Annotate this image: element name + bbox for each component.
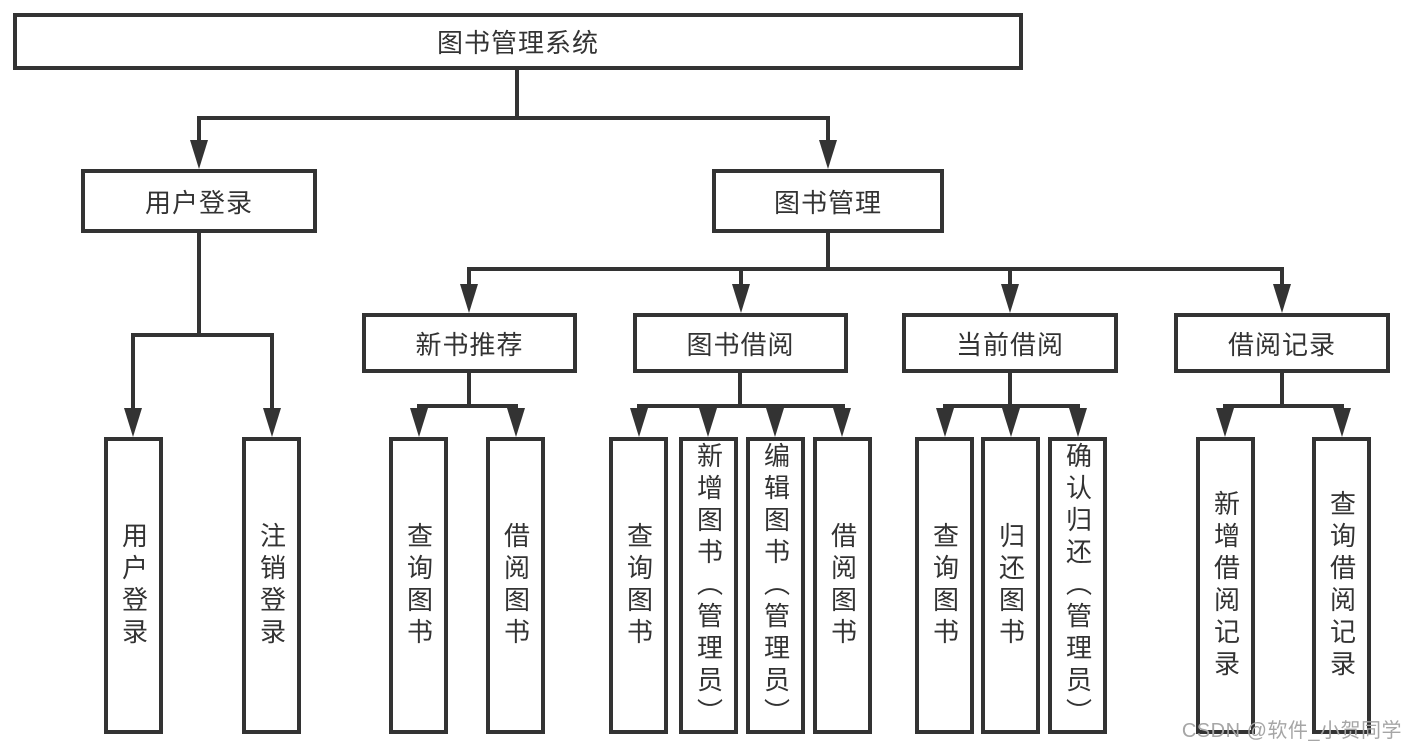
arrowhead-down-icon [263,408,281,437]
node-label: 归还图书 [995,521,1026,650]
arrowhead-down-icon [410,408,428,437]
connector-line [417,404,518,408]
node-label: 查询图书 [929,521,960,650]
arrowhead-down-icon [1273,284,1291,313]
arrowhead-down-icon [936,408,954,437]
arrowhead-down-icon [732,284,750,313]
arrowhead-down-icon [1333,408,1351,437]
node-label: 编辑图书（管理员） [760,441,791,730]
connector-line [943,404,1080,408]
leaf-borrow-books-recommend: 借阅图书 [486,437,545,734]
leaf-query-books-borrow: 查询图书 [609,437,668,734]
node-label: 借阅记录 [1227,329,1336,360]
connector-line [637,404,845,408]
arrowhead-down-icon [766,408,784,437]
connector-line [1280,373,1284,408]
connector-line [515,70,519,120]
connector-line [739,269,743,287]
connector-line [738,373,742,408]
node-label: 用户登录 [144,187,253,218]
leaf-return-books: 归还图书 [981,437,1040,734]
node-root: 图书管理系统 [13,13,1023,70]
arrowhead-down-icon [124,408,142,437]
connector-line [131,333,274,337]
leaf-confirm-return-admin: 确认归还（管理员） [1048,437,1107,734]
leaf-edit-book-admin: 编辑图书（管理员） [746,437,805,734]
connector-line [467,269,471,287]
arrowhead-down-icon [1001,284,1019,313]
node-label: 图书管理 [773,187,882,218]
node-label: 新增图书（管理员） [693,441,724,730]
node-user-login: 用户登录 [81,169,317,233]
node-label: 查询图书 [623,521,654,650]
node-label: 新增借阅记录 [1210,489,1241,682]
node-label: 借阅图书 [827,521,858,650]
node-label: 确认归还（管理员） [1062,441,1093,730]
node-borrow-records: 借阅记录 [1174,313,1390,373]
connector-line [1008,373,1012,408]
connector-line [1280,269,1284,287]
leaf-add-book-admin: 新增图书（管理员） [679,437,738,734]
node-new-book-recommend: 新书推荐 [362,313,577,373]
arrowhead-down-icon [1069,408,1087,437]
arrowhead-down-icon [190,140,208,169]
node-label: 注销登录 [256,521,287,650]
leaf-logout: 注销登录 [242,437,301,734]
connector-line [270,335,274,410]
arrowhead-down-icon [1002,408,1020,437]
node-label: 查询借阅记录 [1326,489,1357,682]
node-label: 查询图书 [403,521,434,650]
connector-line [467,267,1284,271]
leaf-borrow-books-borrow: 借阅图书 [813,437,872,734]
arrowhead-down-icon [630,408,648,437]
arrowhead-down-icon [819,140,837,169]
node-label: 图书借阅 [686,329,795,360]
arrowhead-down-icon [699,408,717,437]
leaf-user-login: 用户登录 [104,437,163,734]
connector-line [1008,269,1012,287]
connector-line [197,116,830,120]
node-current-borrow: 当前借阅 [902,313,1118,373]
arrowhead-down-icon [1216,408,1234,437]
connector-line [826,116,830,143]
node-book-borrow: 图书借阅 [633,313,848,373]
connector-line [197,233,201,335]
node-book-mgmt: 图书管理 [712,169,944,233]
connector-line [1223,404,1344,408]
node-label: 用户登录 [118,521,149,650]
connector-line [826,233,830,269]
watermark: CSDN @软件_小贺同学 [1181,720,1402,742]
arrowhead-down-icon [833,408,851,437]
node-label: 当前借阅 [955,329,1064,360]
leaf-query-books-current: 查询图书 [915,437,974,734]
leaf-add-borrow-record: 新增借阅记录 [1196,437,1255,734]
arrowhead-down-icon [507,408,525,437]
node-label: 新书推荐 [415,329,524,360]
leaf-query-books-recommend: 查询图书 [389,437,448,734]
connector-line [131,335,135,410]
connector-line [467,373,471,408]
connector-line [197,116,201,143]
arrowhead-down-icon [460,284,478,313]
node-label: 借阅图书 [500,521,531,650]
leaf-query-borrow-record: 查询借阅记录 [1312,437,1371,734]
node-label: 图书管理系统 [436,28,599,58]
